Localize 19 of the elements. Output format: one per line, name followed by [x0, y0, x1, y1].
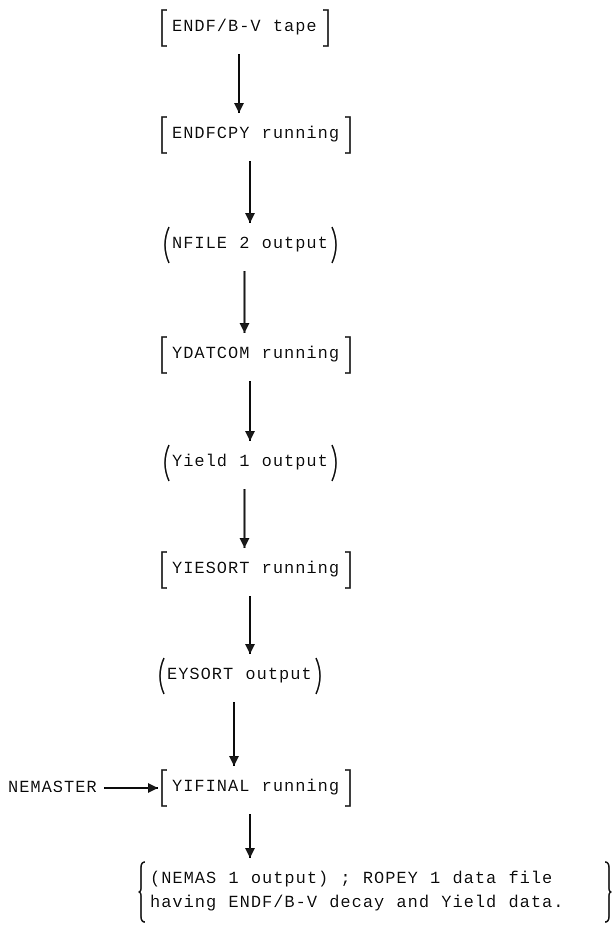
arrow: [234, 54, 244, 113]
arrow: [245, 814, 255, 858]
arrow: [240, 271, 250, 333]
arrow: [229, 702, 239, 766]
step-label: (NEMAS 1 output) ; ROPEY 1 data file having ENDF/B-V decay and Yield data.: [150, 869, 566, 915]
arrow: [240, 489, 250, 548]
step-label: YDATCOM running: [172, 344, 340, 366]
step-label: YIFINAL running: [172, 777, 340, 799]
step-label: EYSORT output: [167, 665, 313, 687]
arrow: [245, 381, 255, 441]
step-label: YIESORT running: [172, 559, 340, 581]
step-label: ENDFCPY running: [172, 124, 340, 146]
step-label: NFILE 2 output: [172, 234, 329, 256]
arrow: [245, 161, 255, 223]
arrow: [104, 783, 158, 793]
input-label: NEMASTER: [8, 778, 98, 800]
arrow: [245, 596, 255, 654]
step-label: Yield 1 output: [172, 452, 329, 474]
step-label: ENDF/B-V tape: [172, 17, 318, 39]
